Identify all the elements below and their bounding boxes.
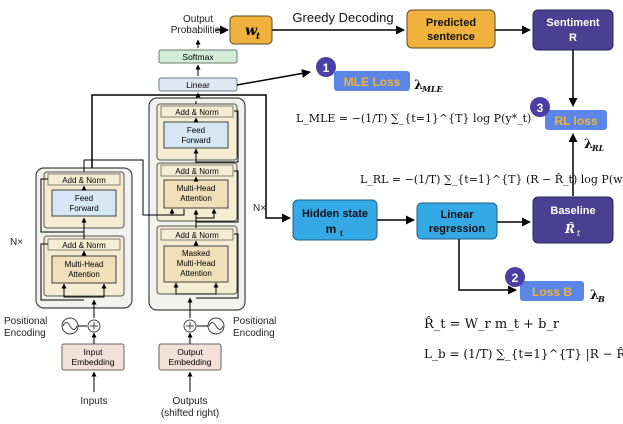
encoder-multi-head-attention	[51, 255, 117, 284]
encoder-feed-forward	[51, 189, 117, 217]
output-probabilities-label-1: Output	[183, 14, 213, 25]
mle-loss-box	[334, 71, 410, 91]
linear-regression-label-1: Linear	[440, 209, 474, 221]
predicted-sentence-label-2: sentence	[427, 31, 475, 43]
sentiment-label: Sentiment	[546, 17, 600, 29]
encoder-mha-label-2: Attention	[68, 270, 100, 279]
encoder-positional-label-2: Encoding	[4, 328, 46, 339]
wt-label: w	[245, 23, 258, 39]
mle-lambda: λ	[414, 78, 423, 93]
decoder-masked-label-3: Attention	[180, 269, 212, 278]
decoder-add-norm-3-label: Add & Norm	[175, 108, 219, 117]
input-embedding-label-1: Input	[84, 347, 104, 357]
output-embedding-label-1: Output	[177, 347, 203, 357]
rl-pipeline: w t Greedy Decoding Predicted sentence S…	[91, 9, 614, 304]
equation-l-mle: L_MLE = −(1/T) ∑_{t=1}^{T} log P(y*_t)	[296, 112, 531, 125]
linear-regression-label-2: regression	[429, 223, 486, 235]
mle-lambda-sub: MLE	[421, 84, 443, 94]
loss-b-lambda-sub: B	[597, 294, 605, 304]
decoder-ff-label-1: Feed	[187, 126, 205, 135]
outputs-label-1: Outputs	[172, 396, 207, 407]
loss-b-badge-number: 2	[512, 271, 519, 285]
predicted-sentence-label-1: Predicted	[426, 17, 476, 29]
encoder-mha-label-1: Multi-Head	[65, 260, 104, 269]
decoder-add-norm-2	[160, 164, 234, 177]
sentiment-box	[532, 9, 614, 51]
equation-l-b: L_b = (1/T) ∑_{t=1}^{T} |R − R̂_t|^2	[424, 346, 623, 361]
equation-r-hat: R̂_t = W_r m_t + b_r	[424, 316, 560, 332]
sentiment-r-label: R	[569, 32, 577, 44]
encoder-add-norm-1-label: Add & Norm	[62, 241, 106, 250]
equations: L_MLE = −(1/T) ∑_{t=1}^{T} log P(y*_t) L…	[296, 112, 623, 361]
decoder-nx-label: N×	[253, 203, 266, 214]
decoder-masked-label-2: Multi-Head	[177, 259, 216, 268]
outputs-label-2: (shifted right)	[161, 408, 219, 419]
decoder-add-norm-1	[160, 228, 234, 241]
rl-badge-icon	[530, 97, 550, 117]
decoder-ff-label-2: Forward	[181, 136, 210, 145]
mle-badge-icon	[316, 57, 336, 77]
loss-b-lambda: λ	[590, 288, 599, 303]
decoder-add-norm-3	[160, 105, 234, 118]
linear-label: Linear	[186, 80, 210, 90]
hidden-state-label: Hidden state	[302, 208, 368, 220]
rl-badge-number: 3	[537, 101, 544, 115]
encoder-nx-label: N×	[10, 237, 23, 248]
loss-b-box	[520, 281, 584, 301]
decoder-masked-label-1: Masked	[182, 249, 210, 258]
encoder-ff-label-2: Forward	[69, 204, 98, 213]
rl-loss-box	[545, 110, 607, 130]
output-probabilities-label-2: Probabilities	[171, 25, 225, 36]
decoder-positional-label-2: Encoding	[233, 328, 275, 339]
rl-loss-label: RL loss	[554, 114, 597, 128]
baseline-r-sub: t	[577, 229, 581, 238]
decoder-feed-forward	[163, 121, 229, 149]
loss-b-badge-icon	[505, 267, 525, 287]
loss-b-label: Loss B	[532, 285, 572, 299]
wt-sub: t	[256, 32, 261, 42]
equation-l-rl: L_RL = −(1/T) ∑_{t=1}^{T} (R − R̂_t) log…	[360, 173, 623, 186]
baseline-label: Baseline	[550, 205, 595, 217]
decoder-multi-head-attention	[163, 179, 229, 209]
input-embedding-box	[61, 343, 125, 371]
decoder-masked-attention	[163, 245, 229, 283]
decoder-add-norm-2-label: Add & Norm	[175, 167, 219, 176]
softmax-box	[158, 49, 238, 64]
output-embedding-label-2: Embedding	[168, 357, 211, 367]
mle-badge-number: 1	[323, 61, 330, 75]
greedy-decoding-label: Greedy Decoding	[292, 10, 393, 25]
transformer: Output Probabilities Softmax Linear Add …	[4, 14, 276, 419]
decoder-add-norm-1-label: Add & Norm	[175, 231, 219, 240]
rl-lambda: λ	[584, 137, 593, 152]
decoder-mha-label-1: Multi-Head	[177, 184, 216, 193]
encoder-positional-label-1: Positional	[4, 316, 47, 327]
predicted-sentence-box	[406, 9, 496, 49]
encoder-ff-label-1: Feed	[75, 194, 93, 203]
encoder-add-norm-2-label: Add & Norm	[62, 176, 106, 185]
rl-lambda-sub: RL	[591, 143, 605, 153]
hidden-state-t: t	[340, 229, 343, 238]
hidden-state-m: m	[326, 222, 337, 236]
baseline-r-hat: R̂	[564, 221, 575, 236]
softmax-label: Softmax	[182, 52, 214, 62]
inputs-label: Inputs	[80, 396, 107, 407]
decoder-positional-label-1: Positional	[233, 316, 276, 327]
mle-loss-label: MLE Loss	[344, 75, 401, 89]
baseline-box	[532, 196, 614, 244]
decoder-mha-label-2: Attention	[180, 194, 212, 203]
input-embedding-label-2: Embedding	[71, 357, 114, 367]
linear-regression-box	[416, 202, 498, 240]
